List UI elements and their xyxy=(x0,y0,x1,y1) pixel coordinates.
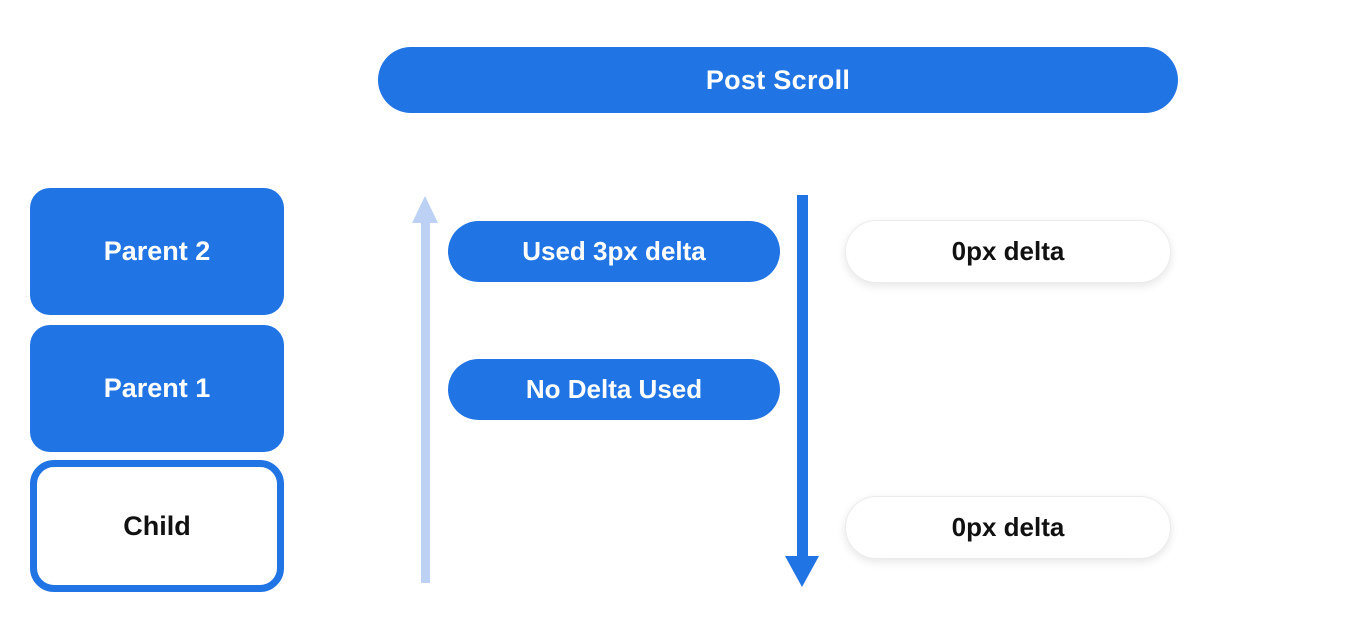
down-arrow-icon xyxy=(785,195,819,587)
up-arrow-shaft xyxy=(420,223,430,583)
post-scroll-label: Post Scroll xyxy=(705,64,851,95)
parent1-box: Parent 1 xyxy=(30,325,284,452)
used-delta-pill: Used 3px delta xyxy=(448,221,780,282)
zero-delta-top-label: 0px delta xyxy=(951,236,1065,266)
post-scroll-header-pill: Post Scroll xyxy=(378,47,1178,113)
parent1-label: Parent 1 xyxy=(103,373,211,403)
up-arrow-head xyxy=(412,196,438,223)
parent2-label: Parent 2 xyxy=(103,236,211,266)
zero-delta-pill-bottom: 0px delta xyxy=(845,496,1171,559)
up-arrow-icon xyxy=(412,196,438,583)
parent2-box: Parent 2 xyxy=(30,188,284,315)
child-box: Child xyxy=(30,460,284,592)
child-label: Child xyxy=(123,510,191,541)
zero-delta-pill-top: 0px delta xyxy=(845,220,1171,283)
used-delta-label: Used 3px delta xyxy=(522,236,706,266)
down-arrow-head xyxy=(785,556,819,587)
no-delta-used-pill: No Delta Used xyxy=(448,359,780,420)
zero-delta-bottom-label: 0px delta xyxy=(951,512,1065,542)
down-arrow-shaft xyxy=(796,195,808,556)
no-delta-used-label: No Delta Used xyxy=(525,374,703,404)
